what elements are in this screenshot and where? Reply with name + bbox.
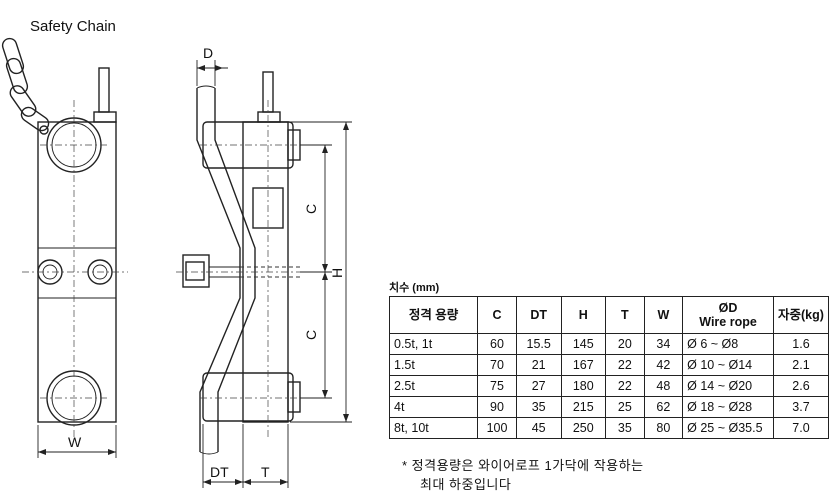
table-cell: 70 bbox=[477, 354, 517, 376]
table-cell: Ø 25 ~ Ø35.5 bbox=[682, 417, 774, 439]
table-cell: 180 bbox=[560, 375, 607, 397]
col-header-wire-rope-label: Wire rope bbox=[699, 315, 757, 329]
side-view: D DT T C C H bbox=[176, 45, 352, 488]
table-cell: 20 bbox=[605, 333, 645, 355]
table-cell: 145 bbox=[560, 333, 607, 355]
col-header-weight: 자중(kg) bbox=[772, 296, 829, 334]
col-header-capacity: 정격 용량 bbox=[388, 296, 479, 334]
col-header-wire-rope: ØD Wire rope bbox=[682, 296, 774, 334]
table-cell: 62 bbox=[643, 396, 684, 418]
footnote-line-1: * 정격용량은 와이어로프 1가닥에 작용하는 bbox=[402, 458, 644, 473]
table-title: 치수 (mm) bbox=[389, 282, 440, 294]
dim-label-T: T bbox=[261, 464, 270, 480]
col-header-T: T bbox=[605, 296, 645, 334]
table-cell: 80 bbox=[643, 417, 684, 439]
table-cell: 2.6 bbox=[772, 375, 829, 397]
dim-label-C-lower: C bbox=[303, 330, 319, 340]
table-cell: 250 bbox=[560, 417, 607, 439]
table-cell: 4t bbox=[388, 396, 479, 418]
table-cell: 42 bbox=[643, 354, 684, 376]
table-cell: 100 bbox=[477, 417, 517, 439]
table-cell: 1.6 bbox=[772, 333, 829, 355]
table-cell: 7.0 bbox=[772, 417, 829, 439]
table-cell: 75 bbox=[477, 375, 517, 397]
dim-label-D: D bbox=[203, 45, 213, 61]
table-cell: Ø 10 ~ Ø14 bbox=[682, 354, 774, 376]
table-cell: 45 bbox=[515, 417, 562, 439]
table-cell: 90 bbox=[477, 396, 517, 418]
table-cell: Ø 6 ~ Ø8 bbox=[682, 333, 774, 355]
dimensions-table: 정격 용량 C DT H T W ØD Wire rope 자중(kg) 0.5… bbox=[388, 296, 829, 439]
col-header-W: W bbox=[643, 296, 684, 334]
table-cell: Ø 18 ~ Ø28 bbox=[682, 396, 774, 418]
table-cell: 27 bbox=[515, 375, 562, 397]
table-cell: 34 bbox=[643, 333, 684, 355]
table-cell: 48 bbox=[643, 375, 684, 397]
table-cell: 60 bbox=[477, 333, 517, 355]
table-cell: 215 bbox=[560, 396, 607, 418]
front-view: Safety Chain W bbox=[1, 18, 128, 458]
dim-label-C-upper: C bbox=[303, 204, 319, 214]
table-cell: 22 bbox=[605, 354, 645, 376]
table-cell: 2.1 bbox=[772, 354, 829, 376]
footnote-line-2: 최대 하중입니다 bbox=[420, 477, 512, 492]
table-cell: 35 bbox=[605, 417, 645, 439]
col-header-C: C bbox=[477, 296, 517, 334]
dim-label-H: H bbox=[329, 268, 345, 278]
dim-label-DT: DT bbox=[210, 464, 229, 480]
table-cell: 21 bbox=[515, 354, 562, 376]
safety-chain bbox=[1, 37, 50, 135]
table-cell: 15.5 bbox=[515, 333, 562, 355]
table-cell: 3.7 bbox=[772, 396, 829, 418]
table-cell: 8t, 10t bbox=[388, 417, 479, 439]
table-cell: Ø 14 ~ Ø20 bbox=[682, 375, 774, 397]
table-cell: 167 bbox=[560, 354, 607, 376]
col-header-DT: DT bbox=[515, 296, 562, 334]
table-cell: 2.5t bbox=[388, 375, 479, 397]
table-cell: 1.5t bbox=[388, 354, 479, 376]
table-header-row: 정격 용량 C DT H T W ØD Wire rope 자중(kg) bbox=[388, 296, 829, 334]
table-cell: 25 bbox=[605, 396, 645, 418]
table-cell: 22 bbox=[605, 375, 645, 397]
table-cell: 0.5t, 1t bbox=[388, 333, 479, 355]
safety-chain-label: Safety Chain bbox=[30, 18, 116, 35]
dim-label-W: W bbox=[68, 434, 82, 450]
footnote: * 정격용량은 와이어로프 1가닥에 작용하는 최대 하중입니다 bbox=[402, 456, 644, 494]
col-header-od: ØD bbox=[718, 301, 738, 315]
table-cell: 35 bbox=[515, 396, 562, 418]
col-header-H: H bbox=[560, 296, 607, 334]
